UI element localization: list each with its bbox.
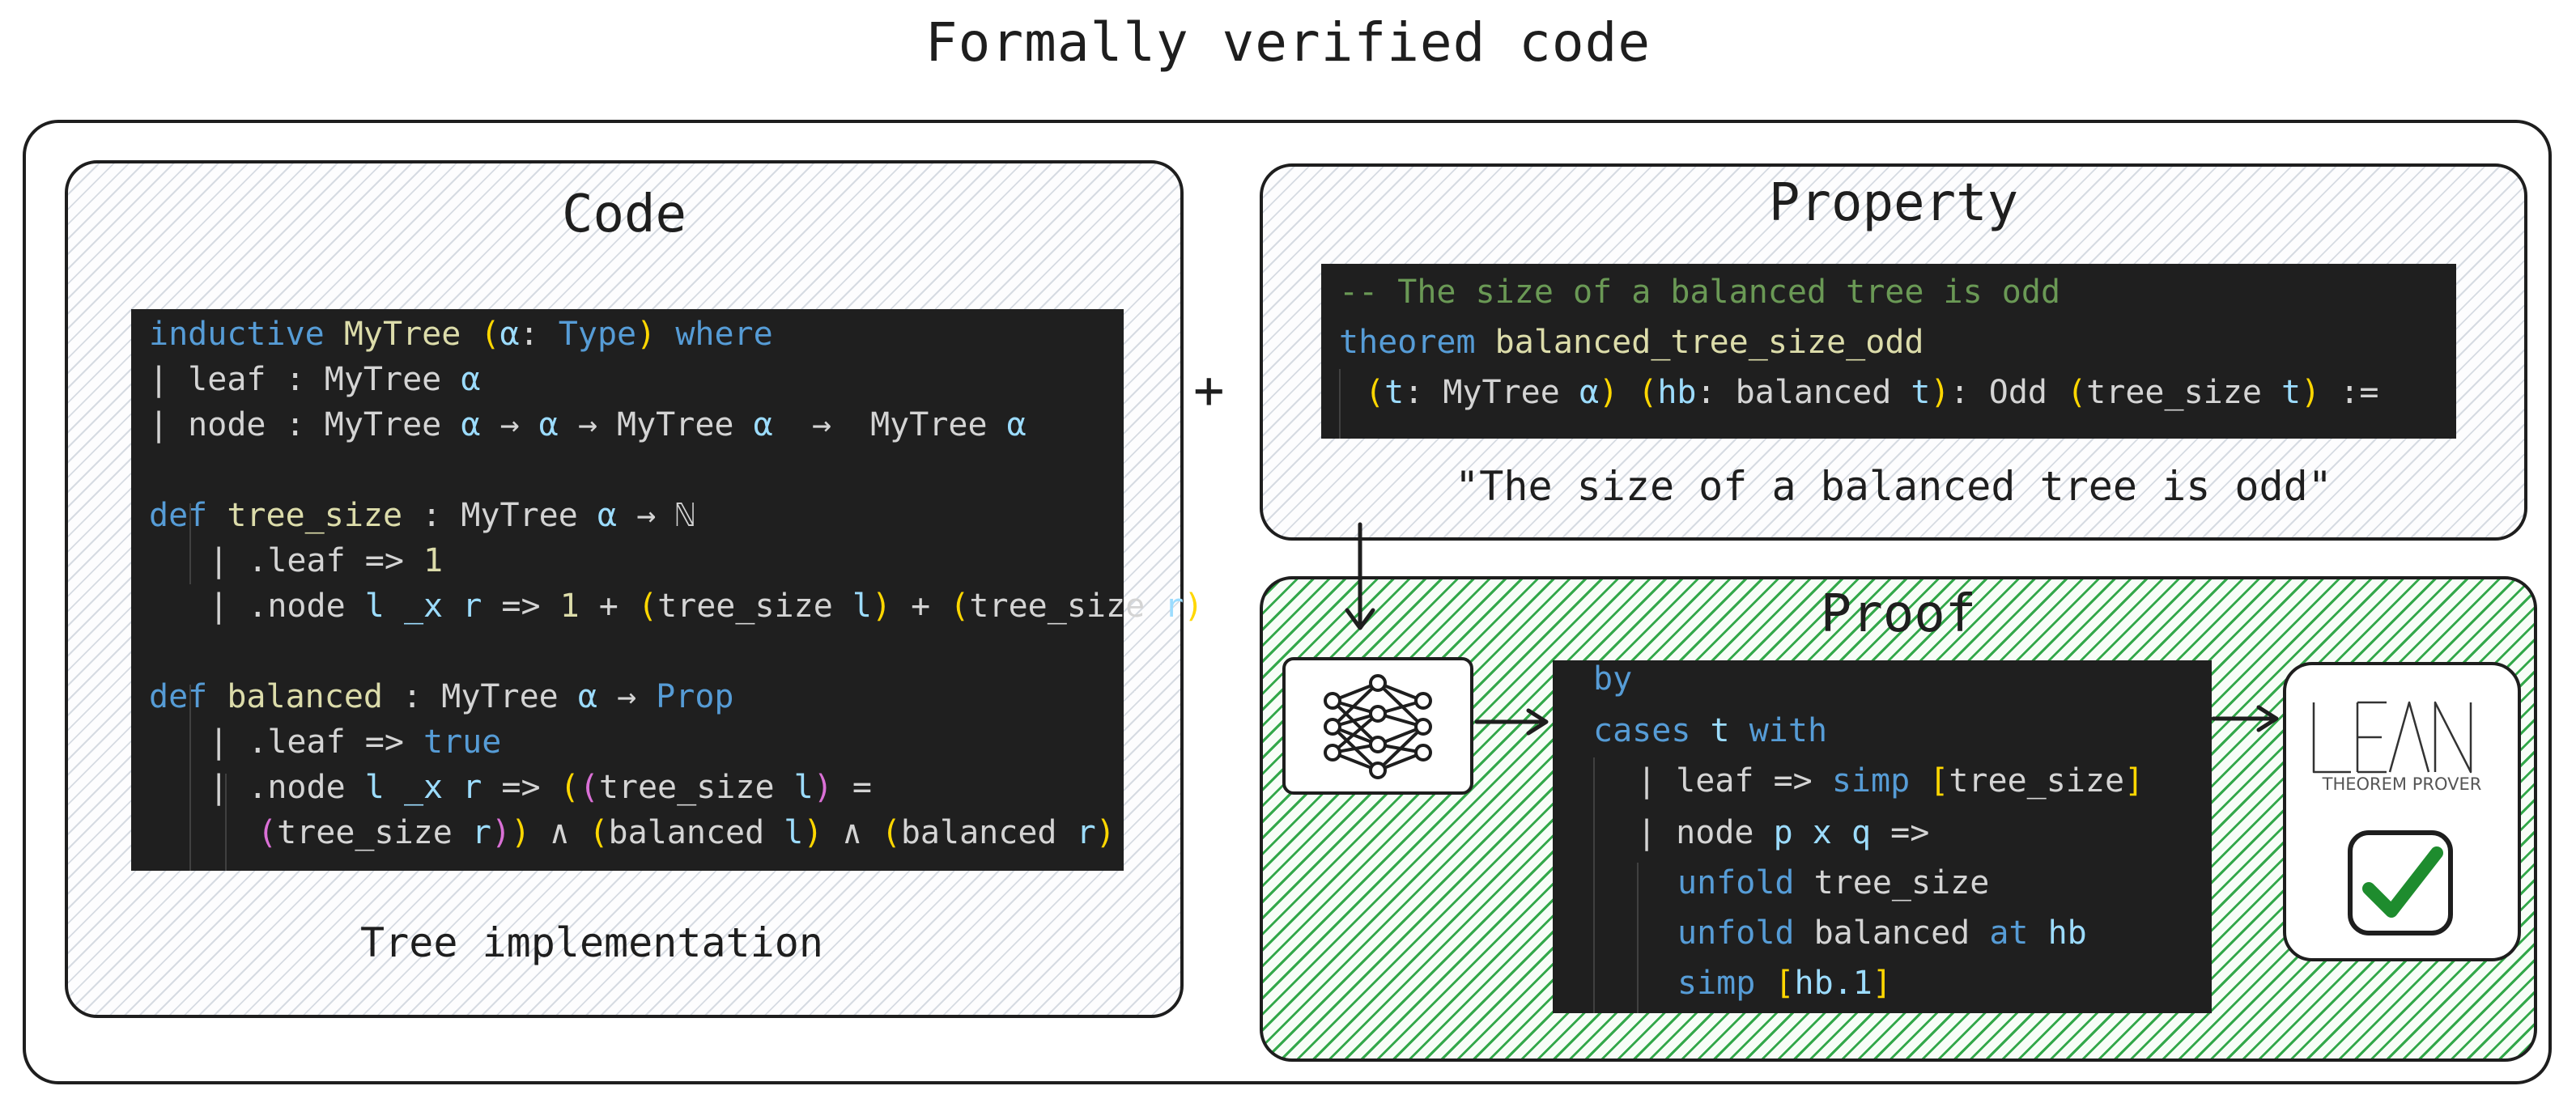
code-line: | .leaf => 1 bbox=[189, 542, 444, 579]
property-code-block: -- The size of a balanced tree is odd th… bbox=[1321, 264, 2456, 439]
code-block: inductive MyTree (α: Type) where | leaf … bbox=[131, 309, 1203, 871]
code-line: | node p x q => bbox=[1637, 814, 1930, 851]
code-panel-title: Code bbox=[561, 185, 687, 244]
code-line: (tree_size r)) ∧ (balanced l) ∧ (balance… bbox=[257, 814, 1116, 851]
page-title: Formally verified code bbox=[925, 11, 1651, 74]
arrow-proof-to-lean bbox=[2211, 705, 2279, 732]
code-line: | .leaf => true bbox=[189, 723, 502, 761]
code-line: inductive MyTree (α: Type) where bbox=[149, 316, 773, 353]
lean-subtitle: THEOREM PROVER bbox=[2322, 774, 2482, 794]
code-line: theorem balanced_tree_size_odd bbox=[1339, 324, 1924, 361]
code-line: unfold balanced at hb bbox=[1677, 914, 2087, 952]
code-line: | node : MyTree α → α → MyTree α → MyTre… bbox=[149, 406, 1027, 443]
code-line: | leaf => simp [tree_size] bbox=[1637, 762, 2145, 800]
code-line: | .node l _x r => ((tree_size l) = bbox=[189, 769, 872, 806]
code-panel bbox=[65, 160, 1184, 1018]
arrow-property-to-network bbox=[1345, 522, 1375, 630]
code-line: simp [hb.1] bbox=[1677, 965, 1892, 1002]
proof-panel-title: Proof bbox=[1820, 584, 1977, 644]
code-comment: -- The size of a balanced tree is odd bbox=[1339, 274, 2061, 311]
code-line: cases t with bbox=[1593, 712, 1828, 749]
code-line: | leaf : MyTree α bbox=[149, 361, 481, 398]
code-line: by bbox=[1593, 660, 1633, 698]
arrow-network-to-proof bbox=[1474, 708, 1549, 736]
neural-network-icon bbox=[1324, 674, 1432, 779]
code-line: (t: MyTree α) (hb: balanced t): Odd (tre… bbox=[1365, 374, 2379, 411]
code-line: | .node l _x r => 1 + (tree_size l) + (t… bbox=[189, 588, 1204, 625]
property-panel-caption: "The size of a balanced tree is odd" bbox=[1455, 463, 2332, 510]
code-line: def balanced : MyTree α → Prop bbox=[149, 678, 734, 715]
checkmark-icon bbox=[2348, 830, 2453, 935]
property-panel-title: Property bbox=[1768, 173, 2019, 233]
plus-sign: + bbox=[1193, 361, 1225, 421]
code-panel-caption: Tree implementation bbox=[360, 919, 823, 966]
outer-frame bbox=[23, 120, 2552, 1084]
code-line: unfold tree_size bbox=[1677, 864, 1990, 902]
code-line: def tree_size : MyTree α → ℕ bbox=[149, 497, 695, 534]
lean-logo: THEOREM PROVER bbox=[2312, 701, 2482, 794]
proof-code-block: by cases t with | leaf => simp [tree_siz… bbox=[1553, 660, 2212, 1013]
